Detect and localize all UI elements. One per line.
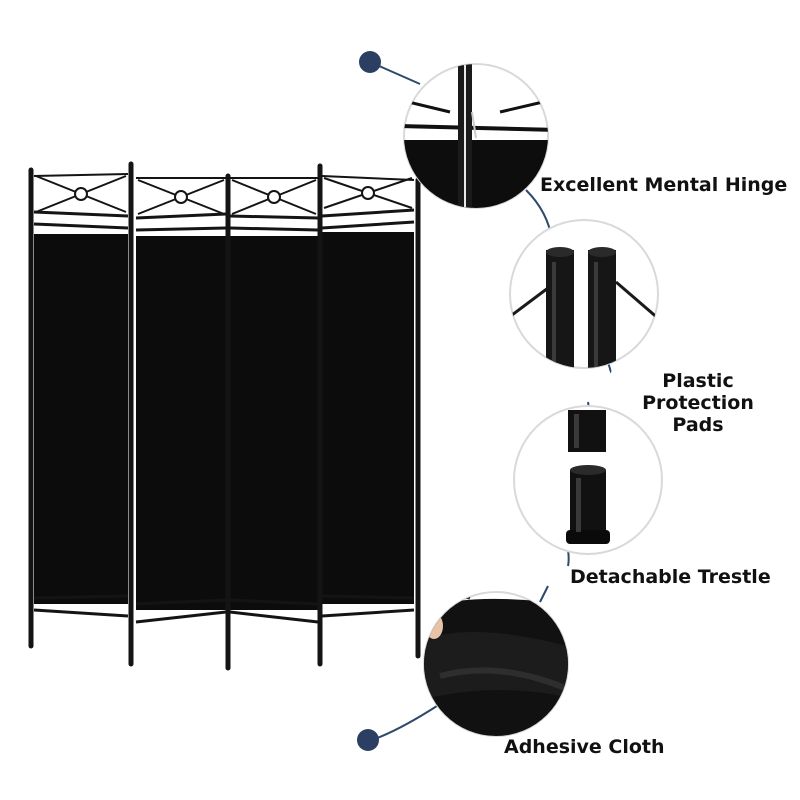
panel-fabric-1 [34,234,128,604]
pads-closeup [509,219,659,369]
room-divider [28,161,421,671]
panel-fabric-4 [322,232,414,604]
trestle-closeup [513,405,663,555]
pads-label: Plastic Protection Pads [606,370,790,436]
frame-posts [28,161,421,671]
hinge-closeup [403,63,549,209]
panel-fabric-3 [230,236,318,610]
panel-ornaments [33,173,415,215]
panel-fabric-2 [136,236,226,610]
callout-dot-top [359,51,381,73]
pads-label-line2: Pads [672,414,724,436]
hinge-label: Excellent Mental Hinge [540,174,788,196]
trestle-label: Detachable Trestle [570,566,771,588]
cloth-closeup [423,591,569,737]
cloth-label: Adhesive Cloth [504,736,665,758]
callout-dot-bottom [357,729,379,751]
pads-label-line1: Plastic Protection [642,370,754,414]
